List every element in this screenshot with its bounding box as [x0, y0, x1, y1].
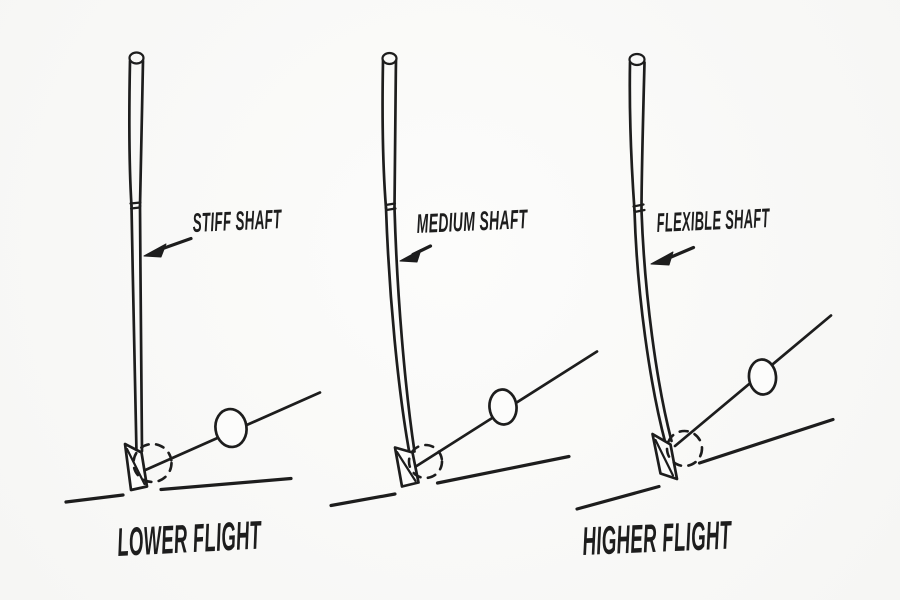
grip-left-edge [381, 59, 388, 210]
label-arrowhead-icon [650, 251, 674, 266]
ground-line [575, 417, 835, 511]
ground-line [329, 454, 571, 508]
lower-flight-label: LOWER FLIGHT [116, 513, 264, 565]
grip-left-edge [128, 59, 133, 208]
shaft-left-edge [130, 204, 138, 455]
shaft-left-edge [384, 206, 411, 455]
shaft-right-edge [393, 206, 416, 453]
golf-ball [214, 407, 248, 449]
impact-zone-circle [132, 442, 173, 484]
grip-right-edge [640, 61, 646, 212]
shaft-left-edge [633, 209, 667, 445]
label-arrowhead-icon [143, 243, 167, 258]
flexible-shaft-label: FLEXIBLE SHAFT [656, 203, 771, 238]
stiff-shaft-label: STIFF SHAFT [192, 204, 283, 238]
grip-left-edge [628, 61, 636, 212]
grip-right-edge [393, 59, 398, 210]
higher-flight-label: HIGHER FLIGHT [581, 513, 733, 564]
impact-zone-circle [407, 443, 444, 480]
club-face-line [654, 438, 675, 477]
club-stiff [64, 51, 322, 504]
grip-butt-cap [381, 51, 398, 66]
ground-line [64, 476, 293, 504]
club-face-line [395, 450, 417, 483]
club-face-line [125, 447, 146, 486]
golf-ball [747, 358, 778, 396]
grip-butt-cap [128, 51, 145, 65]
grip-butt-cap [628, 52, 646, 67]
shaft-right-edge [640, 209, 673, 443]
label-arrow-line [158, 236, 193, 252]
club-flexible [575, 52, 835, 511]
label-arrow-line [668, 245, 696, 260]
club-medium [329, 51, 599, 508]
impact-zone-circle [665, 429, 704, 468]
label-arrowhead-icon [399, 249, 422, 263]
golf-ball [488, 388, 518, 426]
medium-shaft-label: MEDIUM SHAFT [416, 204, 529, 239]
grip-right-edge [138, 59, 145, 208]
shaft-right-edge [138, 204, 144, 453]
